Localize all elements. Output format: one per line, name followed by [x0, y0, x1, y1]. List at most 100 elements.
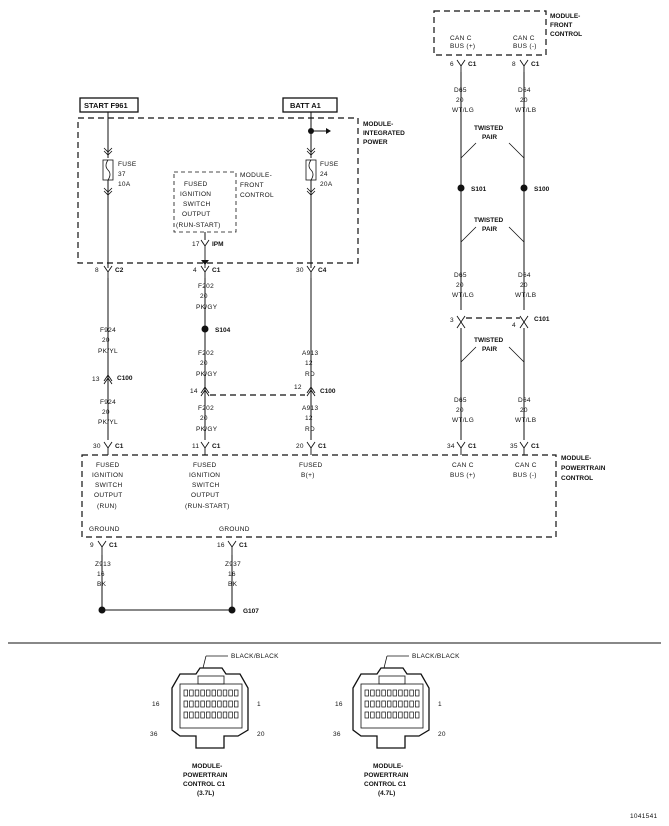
fc-connectors: 6 C1 8 C1 [450, 59, 540, 72]
pin-cavity [217, 711, 222, 719]
d65-b-code: D65 [454, 272, 467, 279]
pcm-ground-1: GROUND [89, 526, 120, 533]
c101-pin-4: 4 [512, 322, 516, 329]
pin-cavity [183, 689, 188, 697]
a913-b-code: A913 [302, 405, 318, 412]
pin-cavity [364, 711, 369, 719]
pin-cavity [222, 689, 228, 697]
ipm-title-2: INTEGRATED [363, 130, 405, 137]
pin-cavity [370, 689, 375, 697]
pin-cavity [370, 700, 375, 708]
pin-cavity [222, 700, 228, 708]
cv1-pin-20: 20 [257, 731, 265, 738]
pcm-col1-l3: SWITCH [95, 482, 122, 489]
pin-cavity [403, 700, 409, 708]
pin-cavity [206, 689, 211, 697]
pcm-col2-l4: OUTPUT [191, 492, 220, 499]
pcm-col2-l1: FUSED [193, 462, 217, 469]
twisted-pair-2b: PAIR [482, 226, 497, 233]
z937-color: BK [228, 581, 238, 588]
pin-cavity [189, 700, 194, 708]
ground-circuit: 9 C1 16 C1 Z913 16 BK Z937 16 BK G107 [90, 540, 259, 615]
splice-s101-label: S101 [471, 186, 487, 193]
c1a-label: C1 [212, 267, 221, 274]
cv1-pin-16: 16 [152, 701, 160, 708]
splice-s100-label: S100 [534, 186, 550, 193]
f924-b-color: PK/YL [98, 419, 118, 426]
pin-cavity [398, 689, 403, 697]
gnd-pin-9: 9 [90, 542, 94, 549]
d64-b-gauge: 20 [520, 282, 528, 289]
pin-cavity [200, 700, 205, 708]
pin-cavity [387, 689, 392, 697]
power-source-batt: BATT A1 [282, 97, 338, 113]
pin-cavity [234, 711, 239, 719]
f202-a-color: PK/GY [196, 304, 218, 311]
a913-a-color: RD [305, 371, 315, 378]
inner-module-line-5: (RUN-START) [176, 222, 221, 229]
pin-cavity [370, 711, 375, 719]
wire-a913: A913 12 RD 12 C100 A913 12 RD [294, 278, 336, 440]
pcm-col1-l5: (RUN) [97, 503, 117, 510]
cv2-pin-1: 1 [438, 701, 442, 708]
pcm-pin-35: 35 [510, 443, 518, 450]
ipm-title-1: MODULE- [363, 121, 393, 128]
pcm-col4-l1: CAN C [452, 462, 474, 469]
cv2-caption-1: MODULE- [373, 763, 403, 770]
d65-b-color: WT/LG [452, 292, 474, 299]
pin-cavity [403, 689, 409, 697]
pcm-pin-11: 11 [192, 443, 199, 450]
cv1-caption-3: CONTROL C1 [183, 781, 226, 788]
splice-s101 [457, 184, 465, 192]
pcm-pin-20: 20 [296, 443, 304, 450]
fuse-37-num: 37 [118, 171, 126, 178]
fuse-37-amps: 10A [118, 181, 131, 188]
d64-a-color: WT/LB [515, 107, 536, 114]
splice-s104-label: S104 [215, 327, 231, 334]
pin-cavity [234, 700, 239, 708]
c101-label: C101 [534, 316, 550, 323]
pin-cavity [415, 700, 420, 708]
ipm-conn-pin: 17 [192, 241, 200, 248]
pin-cavity [206, 711, 211, 719]
a913-a-code: A913 [302, 350, 318, 357]
z937-gauge: 16 [228, 571, 236, 578]
pin-cavity [409, 711, 414, 719]
pcm-pin-30: 30 [93, 443, 101, 450]
d65-b-gauge: 20 [456, 282, 464, 289]
d64-c-gauge: 20 [520, 407, 528, 414]
pin-cavity [392, 689, 397, 697]
d65-a-gauge: 20 [456, 97, 464, 104]
c100-right-pin2: 14 [190, 388, 198, 395]
pcm-col5-l2: BUS (-) [513, 472, 537, 479]
f924-a-color: PK/YL [98, 348, 118, 355]
pcm-title-3: CONTROL [561, 475, 593, 482]
cv2-caption-3: CONTROL C1 [364, 781, 407, 788]
pin-cavity [211, 711, 216, 719]
inner-module-line-2: IGNITION [180, 191, 211, 198]
power-source-start-label: START F961 [84, 101, 128, 110]
gnd-pin-16: 16 [217, 542, 225, 549]
splice-s104 [201, 325, 209, 333]
front-control-title-2: FRONT [550, 22, 572, 29]
pin-cavity [194, 689, 200, 697]
fc-pin1-label-b: BUS (+) [450, 43, 475, 50]
front-control-title-3: CONTROL [550, 31, 582, 38]
pin-cavity [228, 711, 233, 719]
pin-cavity [409, 689, 414, 697]
fc-pin2-label-b: BUS (-) [513, 43, 537, 50]
pin-cavity [189, 711, 194, 719]
f202-c-code: F202 [198, 405, 214, 412]
pin-cavity [200, 711, 205, 719]
pcm-input-connectors: 30 C1 11 C1 20 C1 34 C1 35 C1 [93, 441, 540, 455]
pcm-col1-l1: FUSED [96, 462, 120, 469]
d64-a-gauge: 20 [520, 97, 528, 104]
front-control-module: MODULE- FRONT CONTROL CAN C BUS (+) CAN … [433, 10, 582, 56]
fuse-24-label: FUSE [320, 161, 339, 168]
d64-b-code: D64 [518, 272, 531, 279]
pcm-conn-5: C1 [531, 443, 540, 450]
splice-s100 [520, 184, 528, 192]
wire-f202: F202 20 PK/GY S104 F202 20 PK/GY 14 F202… [190, 278, 305, 440]
pin-cavity [375, 700, 381, 708]
pin-cavity [228, 689, 233, 697]
